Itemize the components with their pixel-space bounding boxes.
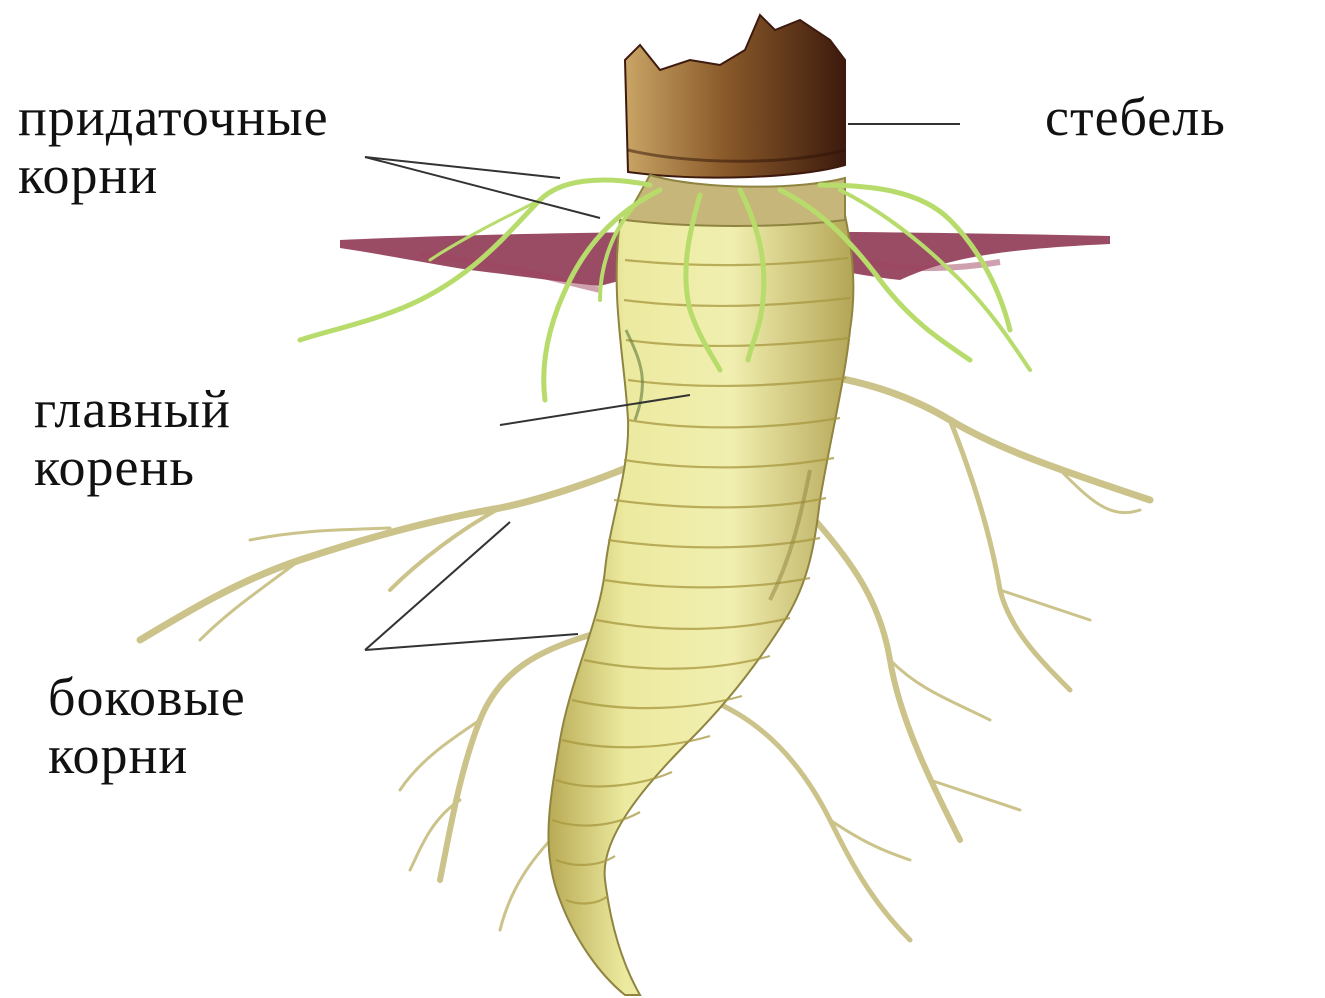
adventitious-roots-label-line2: корни (18, 146, 329, 204)
stem-stump (625, 15, 845, 226)
stem-label-line1: стебель (1045, 88, 1226, 146)
lateral-roots-label-line2: корни (48, 726, 246, 784)
main-root-label: главный корень (34, 380, 231, 496)
lateral-roots-label: боковые корни (48, 668, 246, 784)
stem-label: стебель (1045, 88, 1226, 146)
main-root-label-line1: главный (34, 380, 231, 438)
adventitious-roots-label-line1: придаточные (18, 88, 329, 146)
adventitious-roots-label: придаточные корни (18, 88, 329, 204)
lateral-roots-label-line1: боковые (48, 668, 246, 726)
main-root-label-line2: корень (34, 438, 231, 496)
